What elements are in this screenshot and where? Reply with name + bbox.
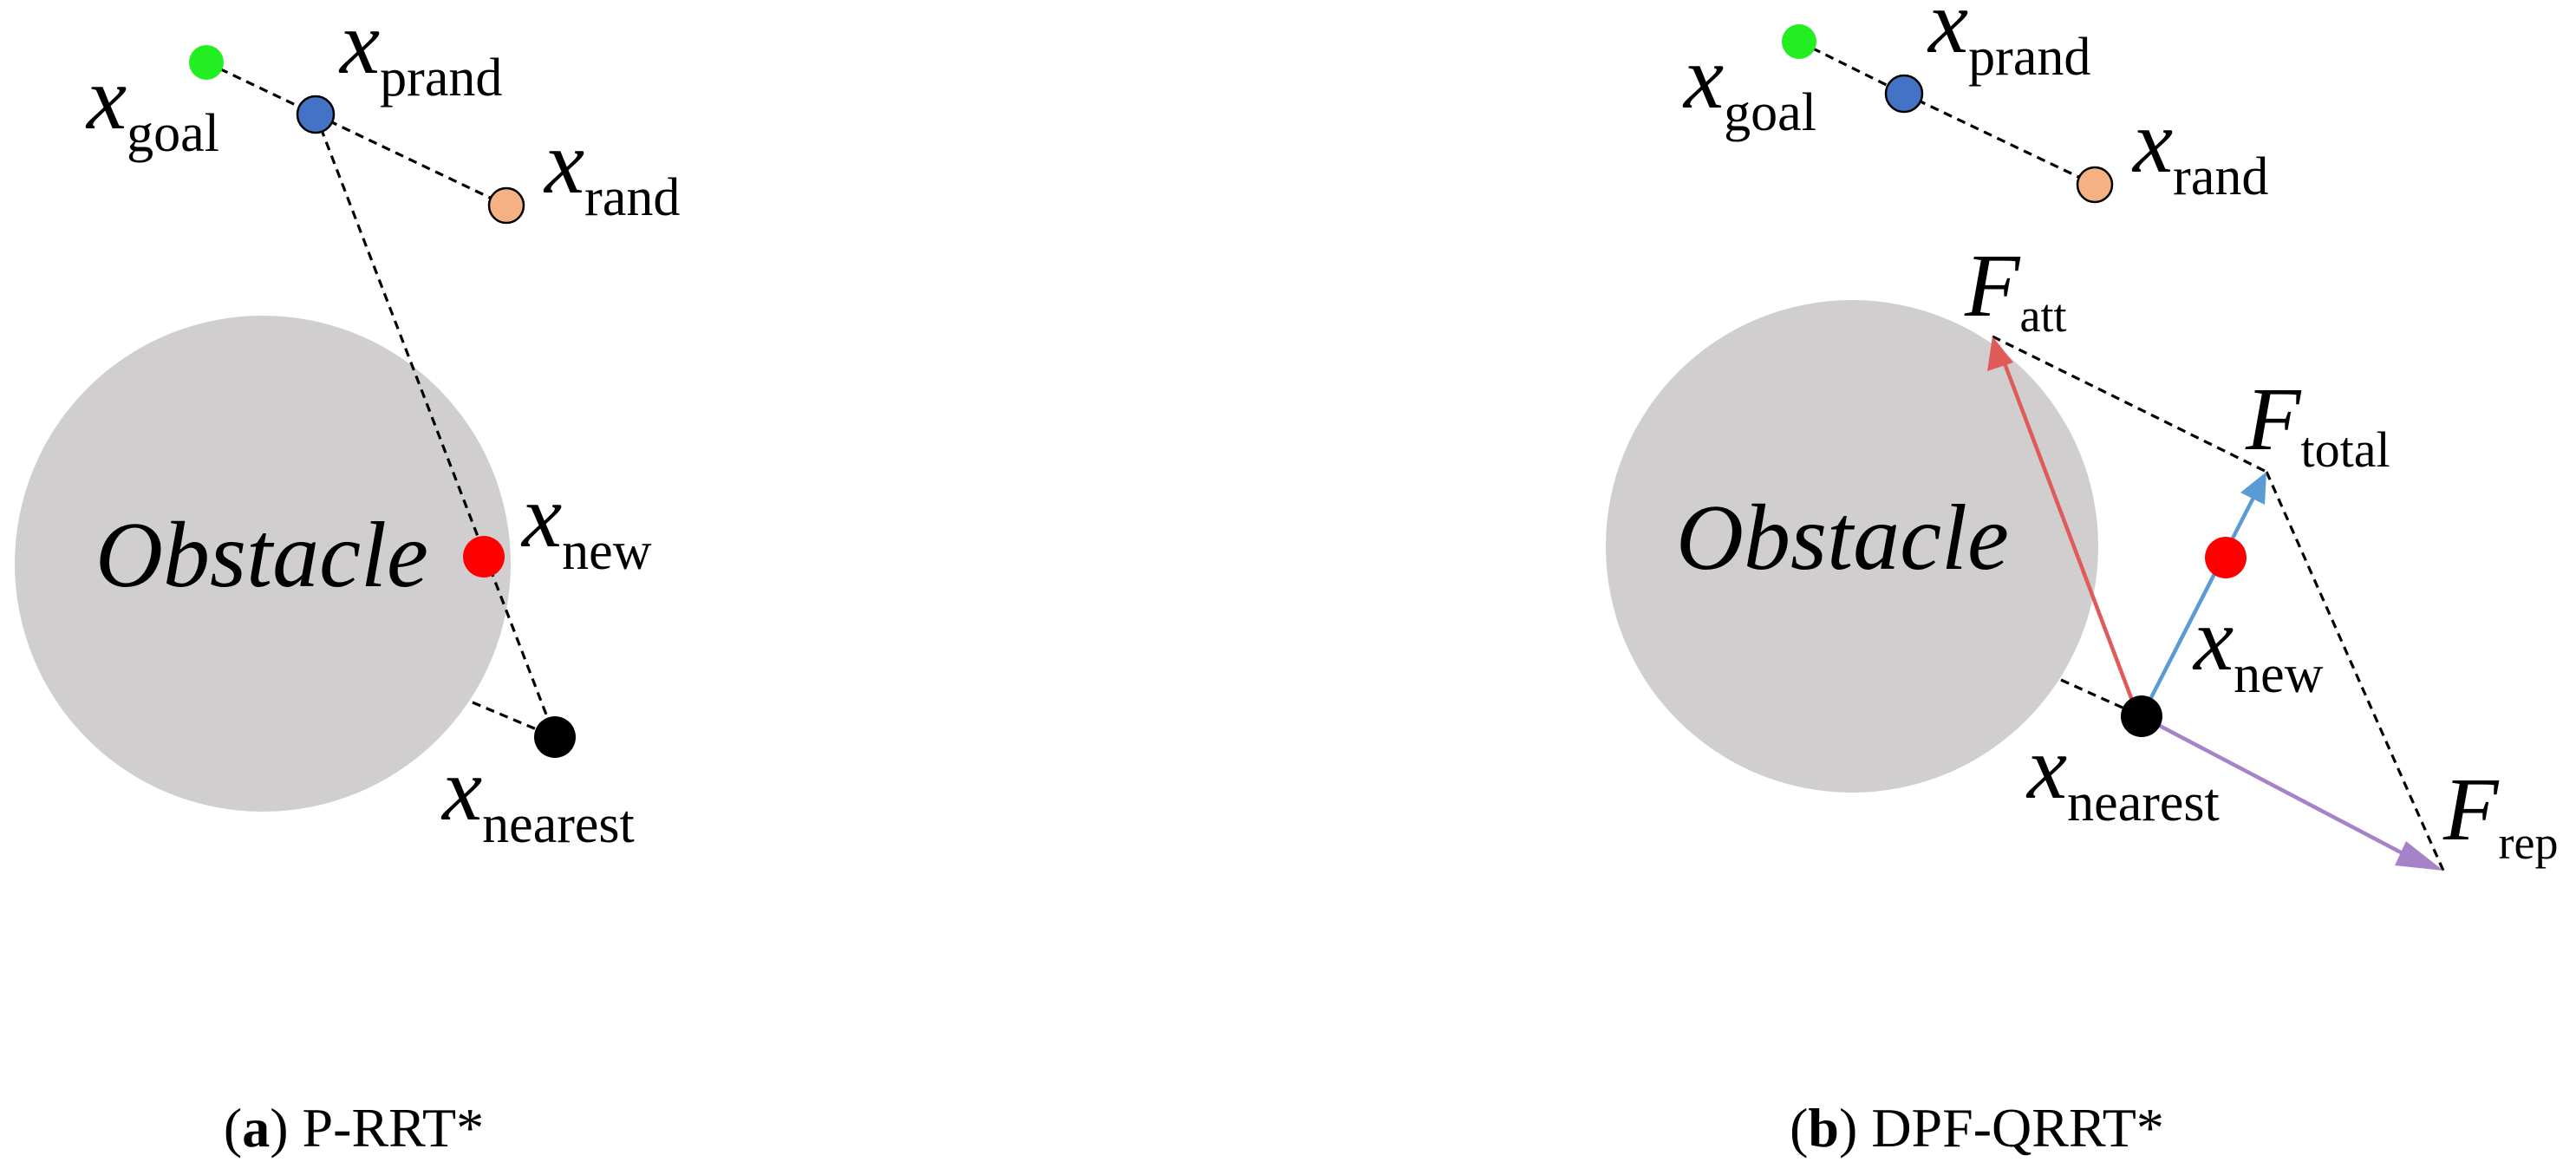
label-f-total: Ftotal: [2245, 369, 2390, 478]
edge-prand-rand-a: [315, 113, 507, 207]
label-x-nearest-b: xnearest: [2025, 718, 2220, 832]
goal-node-a: [189, 45, 224, 80]
label-x-prand-a: xprand: [338, 0, 502, 108]
new-node-a: [463, 536, 505, 578]
nearest-node-b: [2121, 695, 2162, 737]
edge-goal-prand-a: [205, 61, 316, 116]
label-x-goal-a: xgoal: [85, 49, 219, 163]
f-att-arrowhead: [1987, 336, 2013, 371]
f-total-arrowhead: [2240, 472, 2266, 505]
new-node-b: [2205, 537, 2247, 578]
panel-b: Obstacle xgoal xprand xrand Fatt: [1606, 0, 2558, 1159]
rand-node-a: [487, 186, 525, 225]
edge-prand-rand-b: [1903, 92, 2096, 186]
f-att-arrow: [1995, 344, 2141, 717]
prand-node-b: [1884, 74, 1924, 114]
label-x-nearest-a: xnearest: [440, 740, 635, 854]
obstacle-circle-a: [15, 316, 511, 812]
prand-node-a: [296, 95, 336, 134]
caption-b: (b) DPF-QRRT*: [1790, 1097, 2164, 1159]
obstacle-circle-b: [1606, 300, 2098, 793]
label-x-rand-b: xrand: [2131, 92, 2268, 206]
label-x-prand-b: xprand: [1927, 0, 2090, 87]
label-f-rep: Frep: [2442, 760, 2558, 869]
label-x-rand-a: xrand: [543, 113, 680, 227]
panel-a: Obstacle xgoal xprand xrand xnew xneares…: [15, 0, 680, 1159]
f-total-arrow: [2139, 491, 2259, 718]
label-f-att: Fatt: [1964, 236, 2067, 342]
parallelogram-att-total: [1992, 335, 2267, 473]
label-x-new-b: xnew: [2192, 590, 2324, 704]
caption-a: (a) P-RRT*: [224, 1097, 484, 1159]
obstacle-label-b: Obstacle: [1676, 486, 2009, 590]
rand-node-b: [2076, 166, 2114, 204]
nearest-node-a: [534, 716, 576, 758]
obstacle-label-a: Obstacle: [95, 504, 428, 607]
edge-prand-nearest-a: [314, 114, 557, 738]
label-x-new-a: xnew: [520, 467, 652, 581]
label-x-goal-b: xgoal: [1682, 28, 1816, 142]
edge-goal-prand-b: [1798, 40, 1905, 95]
f-rep-arrowhead: [2395, 841, 2443, 871]
f-rep-arrow: [2140, 715, 2421, 864]
goal-node-b: [1782, 24, 1816, 59]
